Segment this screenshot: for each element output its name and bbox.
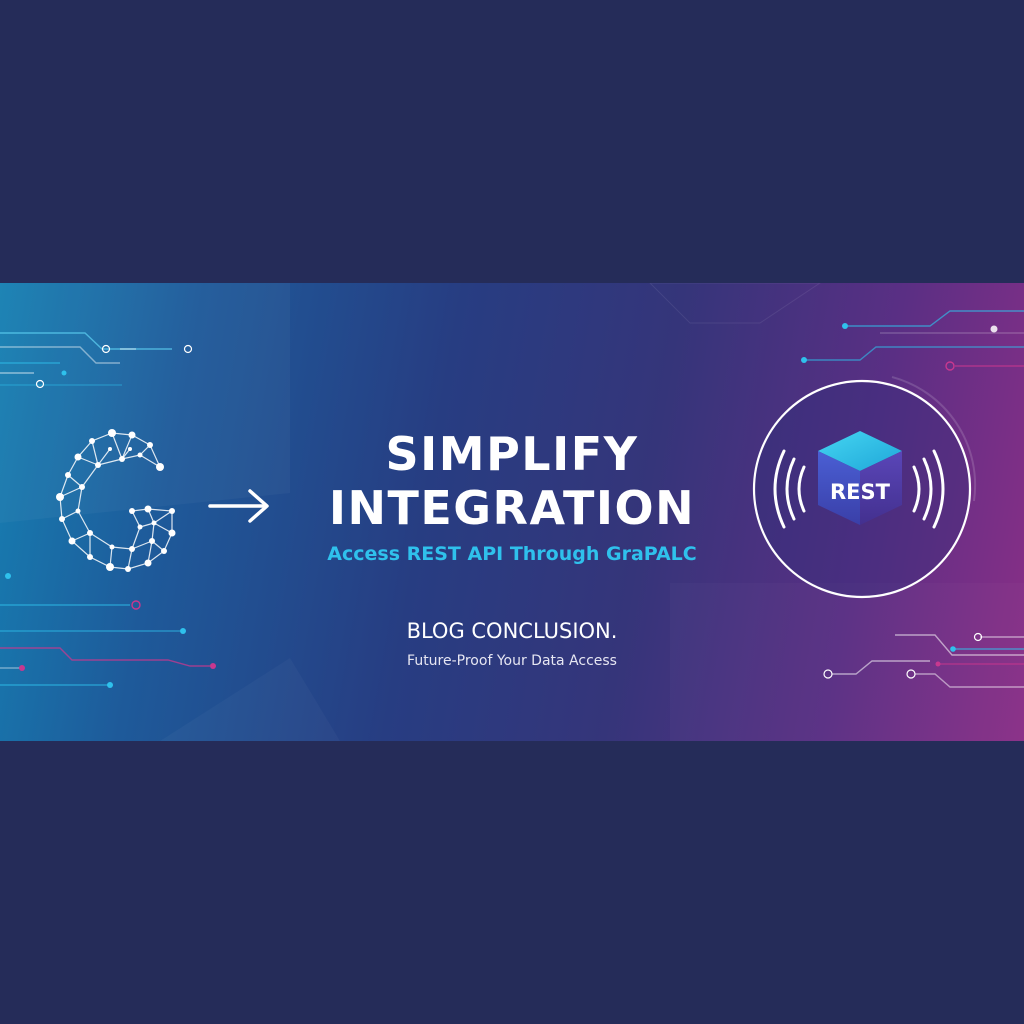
circuit-decoration [0,283,1024,688]
graphql-network-g-icon [56,429,176,572]
arrow-right-icon [208,489,269,523]
headline-line-2: INTEGRATION [328,481,696,535]
rest-label: REST [830,480,891,504]
headline-line-1: SIMPLIFY [385,427,639,481]
section-label: BLOG CONCLUSION. [406,619,618,643]
tagline: Future-Proof Your Data Access [407,653,617,669]
hero-banner: SIMPLIFY INTEGRATION Access REST API Thr… [0,283,1024,741]
subtitle: Access REST API Through GraPALC [327,543,697,565]
rest-cube-icon: REST [752,376,977,599]
